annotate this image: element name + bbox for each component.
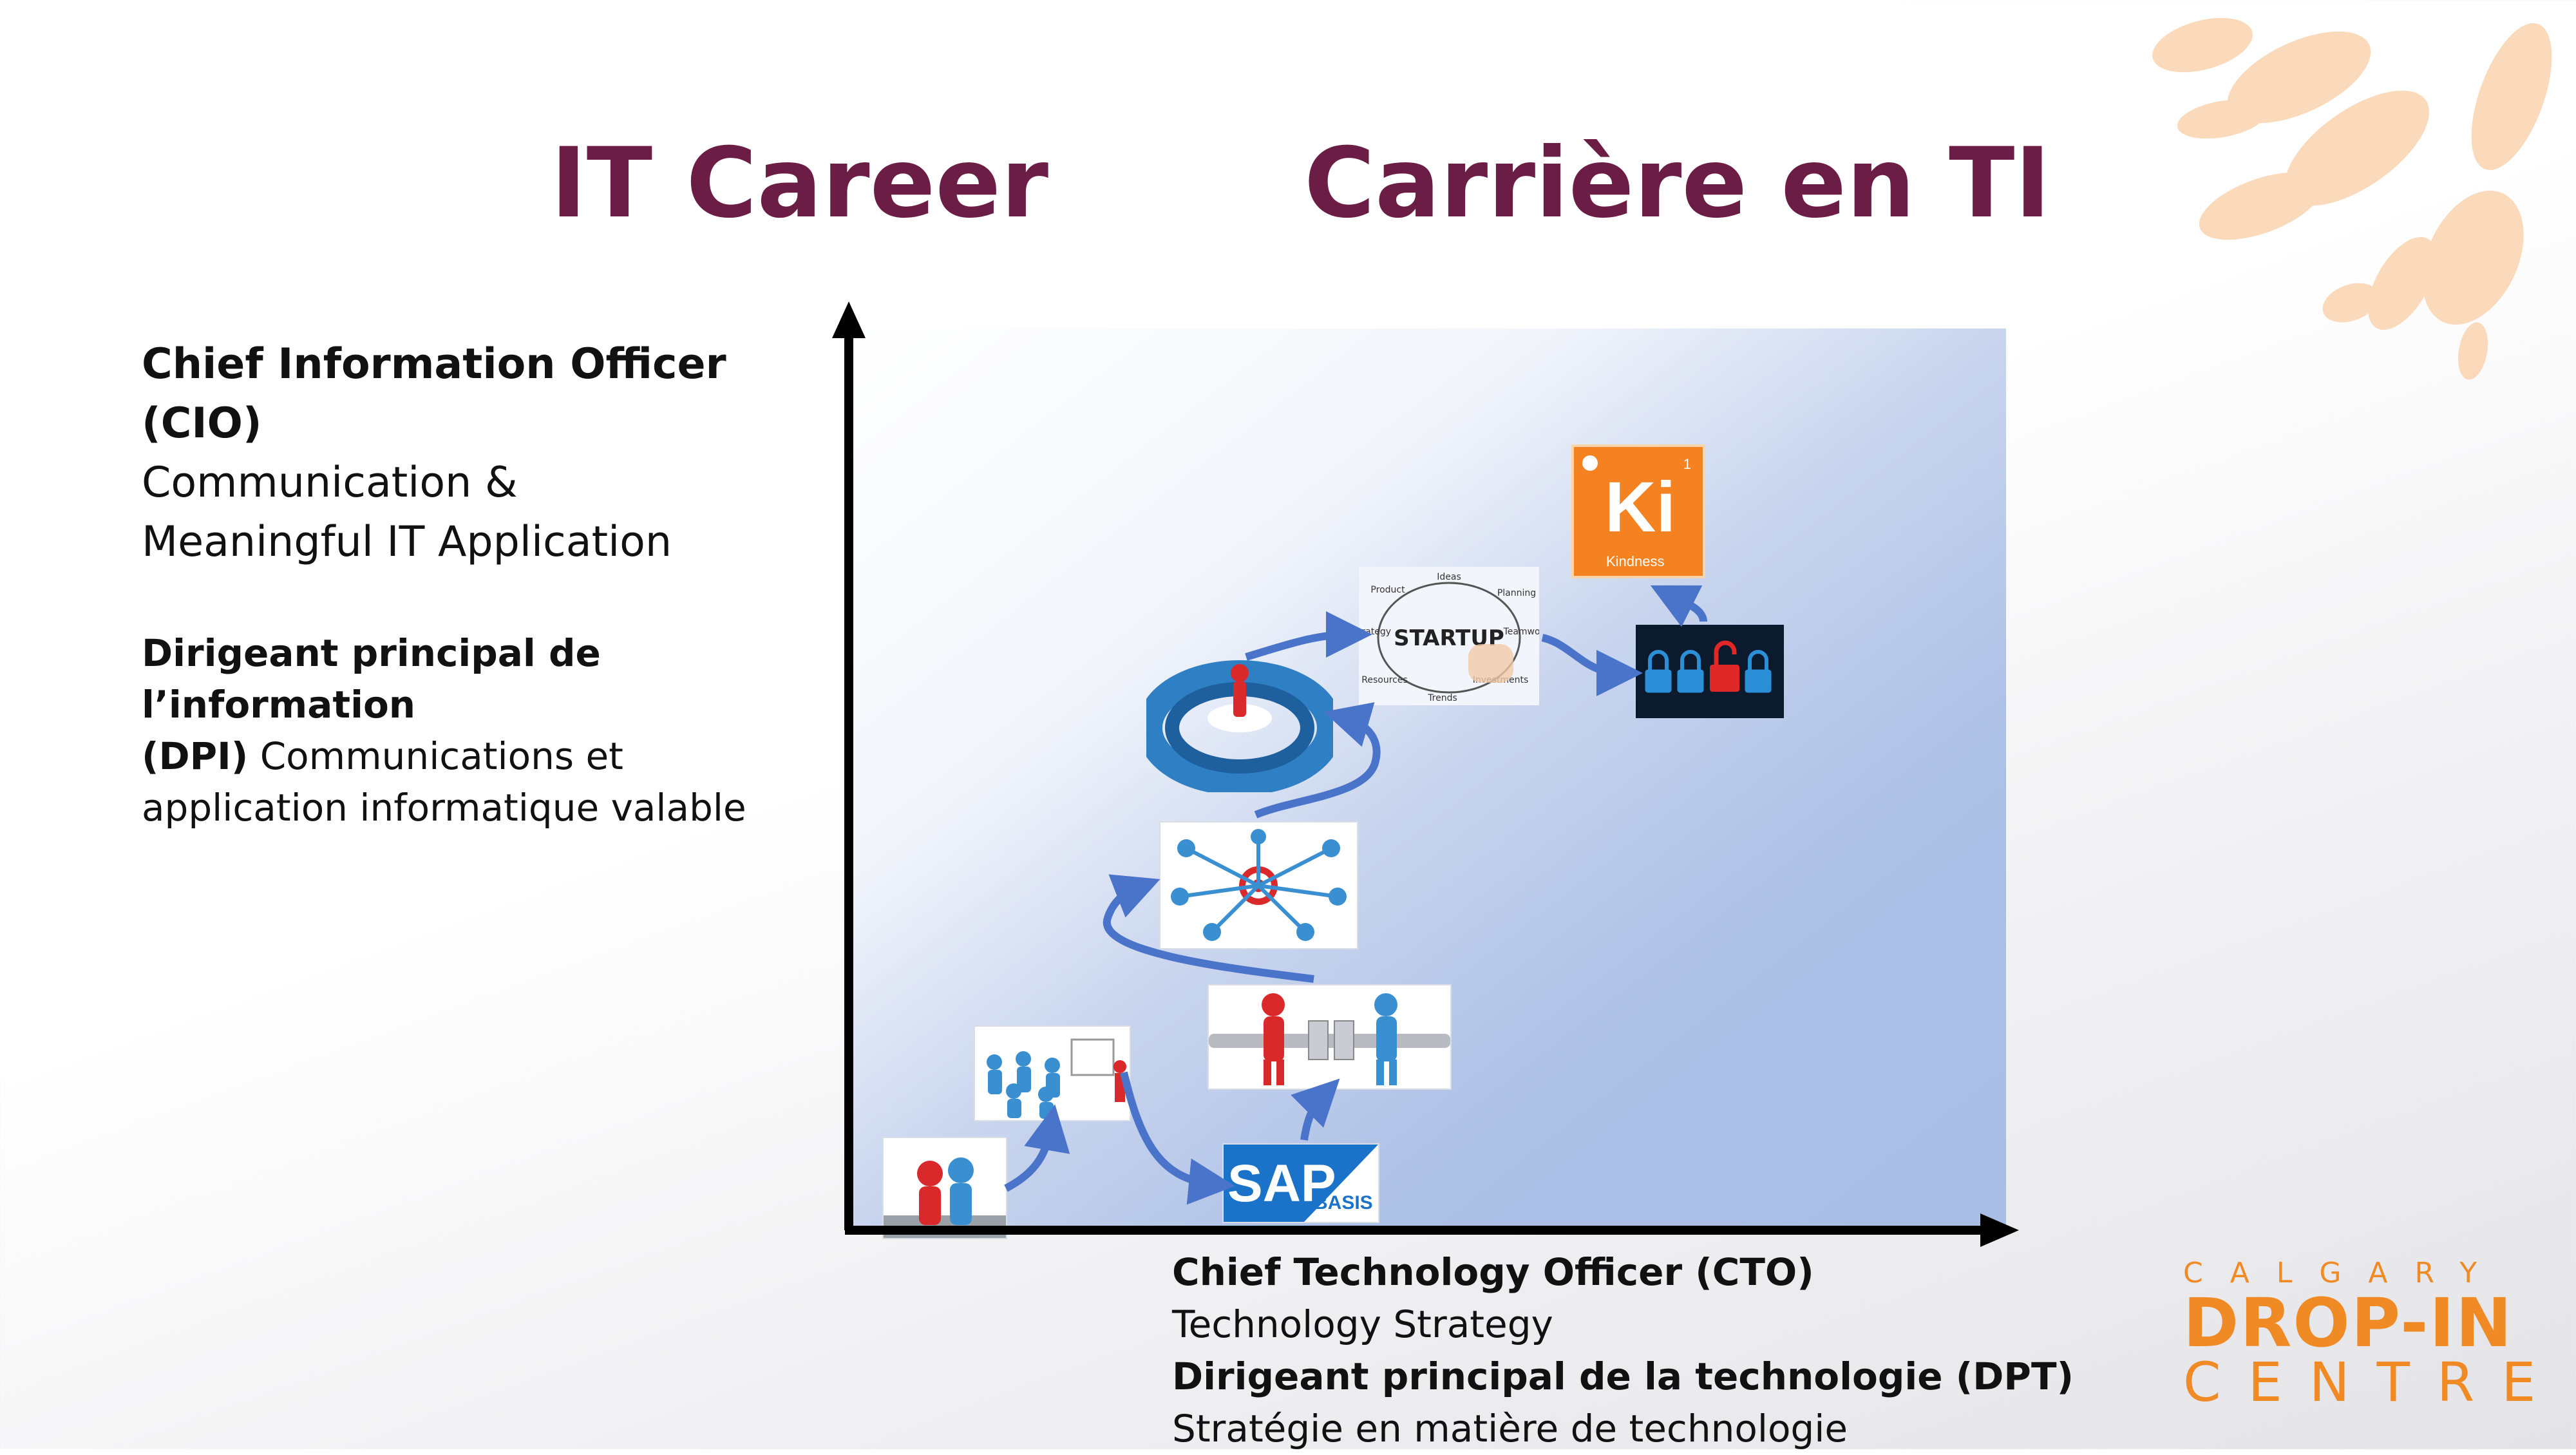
title-french: Carrière en TI — [1304, 128, 2051, 240]
cio-desc-en-2: Meaningful IT Application — [142, 518, 672, 566]
startup-term: Ideas — [1437, 572, 1461, 582]
startup-term: Planning — [1497, 588, 1536, 598]
cto-desc-en: Technology Strategy — [1172, 1302, 1553, 1346]
ki-number: 1 — [1683, 456, 1691, 472]
logo-line-calgary: CALGARY — [2183, 1257, 2505, 1289]
sap-text: SAP — [1227, 1154, 1336, 1213]
training-image — [974, 1025, 1131, 1121]
calgary-drop-in-centre-logo: CALGARY DROP-IN CENTRE — [2183, 1256, 2563, 1414]
cto-desc-fr: Stratégie en matière de technologie — [1172, 1407, 1848, 1450]
kindness-tile: 1 Ki Kindness — [1571, 444, 1705, 578]
security-locks-image — [1636, 625, 1784, 718]
cto-title-en: Chief Technology Officer (CTO) — [1172, 1250, 1814, 1294]
ki-badge-icon — [1582, 455, 1598, 471]
cio-title-fr-2: (DPI) — [142, 734, 249, 778]
ki-name: Kindness — [1606, 553, 1665, 569]
startup-term: Resources — [1361, 675, 1408, 685]
talk-image — [882, 1137, 1007, 1239]
network-target-image — [1159, 821, 1358, 949]
cio-desc-en-1: Communication & — [142, 459, 518, 507]
crowd-leader-image — [1146, 651, 1333, 792]
cio-description: Chief Information Officer (CIO) Communic… — [142, 335, 837, 833]
startup-image: STARTUP Ideas Product Planning Strategy … — [1359, 567, 1539, 705]
cto-description: Chief Technology Officer (CTO) Technolog… — [1172, 1246, 2074, 1455]
cto-title-fr: Dirigeant principal de la technologie (D… — [1172, 1355, 2074, 1398]
cio-desc-fr-1: Communications et — [260, 734, 623, 778]
connection-image — [1208, 984, 1452, 1090]
cio-title-en: Chief Information Officer (CIO) — [142, 340, 726, 448]
startup-term: Strategy — [1359, 627, 1391, 637]
cio-title-fr-1: Dirigeant principal de l’information — [142, 631, 601, 727]
sap-basis-text: BASIS — [1314, 1192, 1373, 1213]
startup-term: Product — [1370, 585, 1405, 595]
logo-line-centre: CENTRE — [2183, 1351, 2563, 1414]
title-english: IT Career — [551, 128, 1049, 240]
sap-basis-logo: SAP BASIS — [1222, 1143, 1379, 1223]
ki-symbol: Ki — [1605, 468, 1676, 547]
logo-line-drop-in: DROP-IN — [2183, 1284, 2514, 1362]
startup-term: Teamwork — [1503, 627, 1539, 637]
cio-desc-fr-2: application informatique valable — [142, 786, 746, 830]
startup-term: Trends — [1427, 693, 1457, 703]
